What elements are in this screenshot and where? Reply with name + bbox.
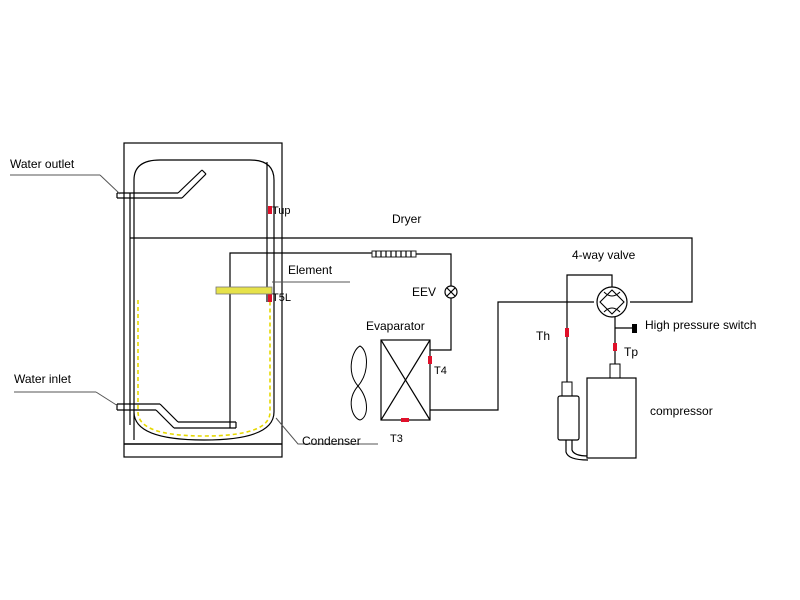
condenser-leader — [275, 417, 378, 445]
th-label: Th — [536, 329, 550, 343]
eev-valve — [444, 285, 458, 299]
fan-icon — [350, 345, 367, 421]
tank-outer-shell — [123, 142, 283, 458]
evaporator-label: Evaparator — [366, 319, 425, 333]
tp-sensor — [613, 343, 617, 351]
th-sensor — [565, 328, 569, 337]
refrigerant-line-dryer-eev — [416, 253, 452, 286]
evaporator — [380, 339, 431, 421]
water-tank — [123, 142, 283, 458]
dryer — [371, 250, 417, 258]
refrigerant-line-condenser — [229, 252, 372, 428]
refrigerant-line-top — [130, 237, 693, 303]
t4-label: T4 — [434, 365, 447, 377]
compressor — [586, 363, 637, 459]
t5l-sensor — [268, 294, 272, 302]
tp-label: Tp — [624, 345, 638, 359]
water-outlet-label: Water outlet — [10, 157, 75, 171]
condenser-label: Condenser — [302, 434, 361, 448]
t5l-label: T5L — [272, 292, 291, 304]
electric-element — [215, 286, 273, 295]
accumulator — [557, 381, 589, 461]
tup-sensor — [268, 206, 272, 214]
four-way-valve-label: 4-way valve — [572, 248, 636, 262]
water-outlet-leader-diag — [99, 174, 121, 195]
four-way-valve — [596, 286, 628, 318]
condenser-coil — [137, 300, 271, 437]
refrigerant-line-eev-evap — [430, 298, 452, 351]
t4-sensor — [428, 356, 432, 364]
tank-inner-vessel — [133, 159, 275, 441]
water-inlet-label: Water inlet — [14, 372, 72, 386]
tup-label: Tup — [272, 205, 291, 217]
refrigerant-line-evap-valve — [430, 301, 594, 411]
element-label: Element — [288, 263, 333, 277]
dryer-label: Dryer — [392, 212, 421, 226]
water-inlet-leader-diag — [95, 391, 119, 407]
t3-label: T3 — [390, 433, 403, 445]
high-pressure-switch-label: High pressure switch — [645, 318, 756, 332]
eev-label: EEV — [412, 285, 436, 299]
t3-sensor — [401, 418, 409, 422]
compressor-label: compressor — [650, 404, 713, 418]
water-outlet-pipe — [116, 169, 207, 199]
high-pressure-switch-icon — [632, 324, 637, 333]
